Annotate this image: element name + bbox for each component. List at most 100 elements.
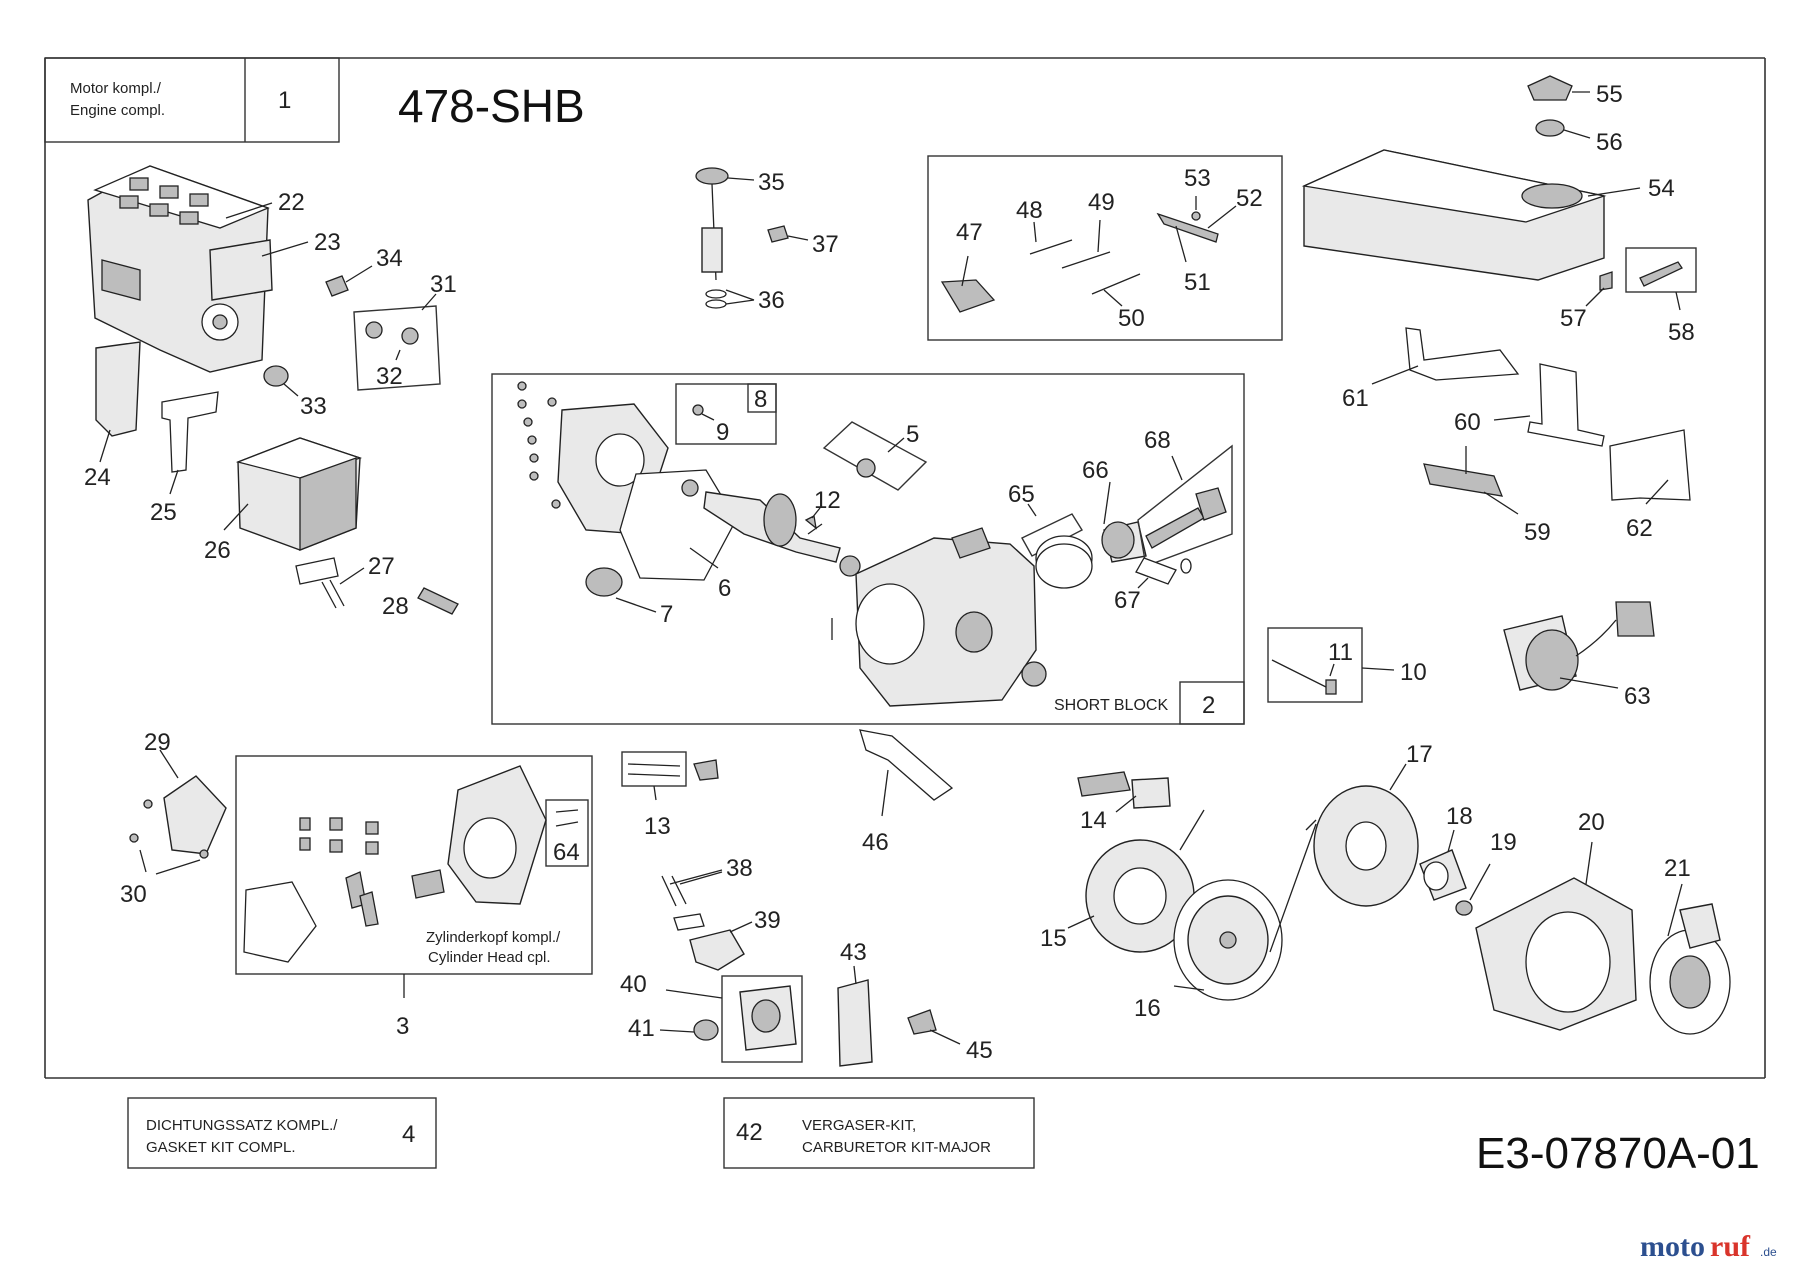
label-48: 49: [1088, 189, 1115, 216]
leader-37: [787, 235, 809, 241]
motoruf-logo: moto ruf .de: [1640, 1230, 1777, 1263]
leader-11: [1329, 663, 1335, 677]
lever-44-part: [907, 1009, 937, 1035]
label-41: 41: [628, 1015, 655, 1042]
leader-25: [169, 469, 179, 495]
plate-58-part: [1423, 463, 1504, 497]
leader-58: [1483, 491, 1519, 515]
leader-24: [99, 429, 111, 463]
hose-57-part: [1639, 261, 1683, 287]
box-8: [675, 383, 777, 445]
leader-15: [1067, 915, 1095, 929]
label-13: 13: [644, 813, 671, 840]
carb-kit-label-en: CARBURETOR KIT-MAJOR: [802, 1139, 991, 1156]
insulator-39-part: [689, 929, 745, 971]
label-5: 5: [906, 421, 919, 448]
gasket-27-part: [295, 557, 339, 585]
leader-55: [1563, 129, 1591, 139]
fan-17-hub: [1345, 821, 1387, 871]
short-block-ref-box: [1179, 681, 1245, 725]
pin-66-part: [1135, 557, 1177, 585]
gasket-6-part: [619, 469, 737, 581]
filter-43-part: [837, 979, 873, 1067]
fan-tick: [1305, 819, 1317, 831]
crank-bearing-part: [839, 555, 861, 577]
box-8-ref: [747, 383, 777, 413]
gasket-kit-label-de: DICHTUNGSSATZ KOMPL./: [146, 1117, 338, 1134]
label-34: 34: [376, 245, 403, 272]
recoil-housing-20-bore: [1525, 911, 1611, 1013]
oring-36b-part: [705, 299, 727, 309]
model-title: 478-SHB: [398, 80, 585, 132]
leader-33: [283, 383, 299, 397]
leader-7: [615, 597, 657, 613]
label-55: 56: [1596, 129, 1623, 156]
label-68: 68: [1144, 427, 1171, 454]
governor-arm-46-part: [940, 279, 996, 313]
leader-23: [261, 241, 309, 257]
starter-21-handle: [1679, 903, 1721, 949]
label-36: 36: [758, 287, 785, 314]
nut-41-part: [693, 1019, 719, 1041]
bolt-30c: [199, 849, 209, 859]
box-31: [353, 305, 441, 391]
carb-kit-box: [723, 1097, 1035, 1169]
logo-part-a: moto: [1640, 1230, 1705, 1263]
cup-18-bore: [1423, 861, 1449, 891]
bracket-25-part: [161, 391, 219, 473]
leader-9: [701, 413, 715, 421]
grommet-33-part: [263, 365, 289, 387]
label-52: 53: [1184, 165, 1211, 192]
muffler-part: [235, 437, 363, 551]
label-26: 26: [204, 537, 231, 564]
label-50: 51: [1184, 269, 1211, 296]
box-57: [1625, 247, 1697, 293]
bolt-32a-part: [365, 321, 383, 339]
engine-label-en: Engine compl.: [70, 102, 165, 119]
stator-wire: [1179, 809, 1205, 851]
label-62: 63: [1624, 683, 1651, 710]
label-8: 8: [754, 386, 767, 413]
engine-label-de: Motor kompl./: [70, 80, 162, 97]
short-block-ref: 2: [1202, 692, 1215, 719]
fuel-cap-54-part: [1527, 75, 1573, 101]
leader-56: [1585, 287, 1605, 307]
short-block-label: SHORT BLOCK: [1054, 697, 1168, 714]
carb-kit-label-de: VERGASER-KIT,: [802, 1117, 916, 1134]
leader-61: [1645, 479, 1669, 505]
leader-35: [727, 177, 755, 181]
label-11: 11: [1328, 639, 1353, 666]
logo-part-c: .de: [1760, 1245, 1777, 1259]
label-56: 57: [1560, 305, 1587, 332]
leader-57: [1675, 291, 1681, 311]
box-10: [1267, 627, 1363, 703]
label-32: 32: [376, 363, 403, 390]
gasket-kit-box: [127, 1097, 437, 1169]
gasket-kit-ref: 4: [402, 1121, 415, 1148]
governor-box: [927, 155, 1283, 341]
stud-38a: [661, 875, 677, 907]
leader-38b: [679, 871, 723, 885]
label-64: 65: [1008, 481, 1035, 508]
leader-32: [395, 349, 401, 361]
label-35: 35: [758, 169, 785, 196]
box-63: [545, 799, 589, 867]
leader-fan-16: [1269, 823, 1317, 953]
blower-housing-part: [87, 165, 273, 373]
crankcase-cover-bore: [595, 433, 645, 487]
key-12-part: [804, 515, 817, 530]
label-27: 27: [368, 553, 395, 580]
conrod-68-part: [1145, 507, 1205, 549]
crank-pin: [807, 523, 823, 535]
valve-56-part: [1599, 271, 1613, 291]
label-22: 22: [278, 189, 305, 216]
leader-26: [223, 503, 249, 531]
valve-63b: [555, 821, 579, 827]
pin-52-part: [1191, 211, 1201, 221]
oring-36a-part: [705, 289, 727, 299]
label-7: 7: [660, 601, 673, 628]
head-gasket-part: [243, 881, 317, 963]
label-43: 43: [840, 939, 867, 966]
bolt-32b-part: [401, 327, 419, 345]
engine-header-box: [44, 57, 340, 143]
